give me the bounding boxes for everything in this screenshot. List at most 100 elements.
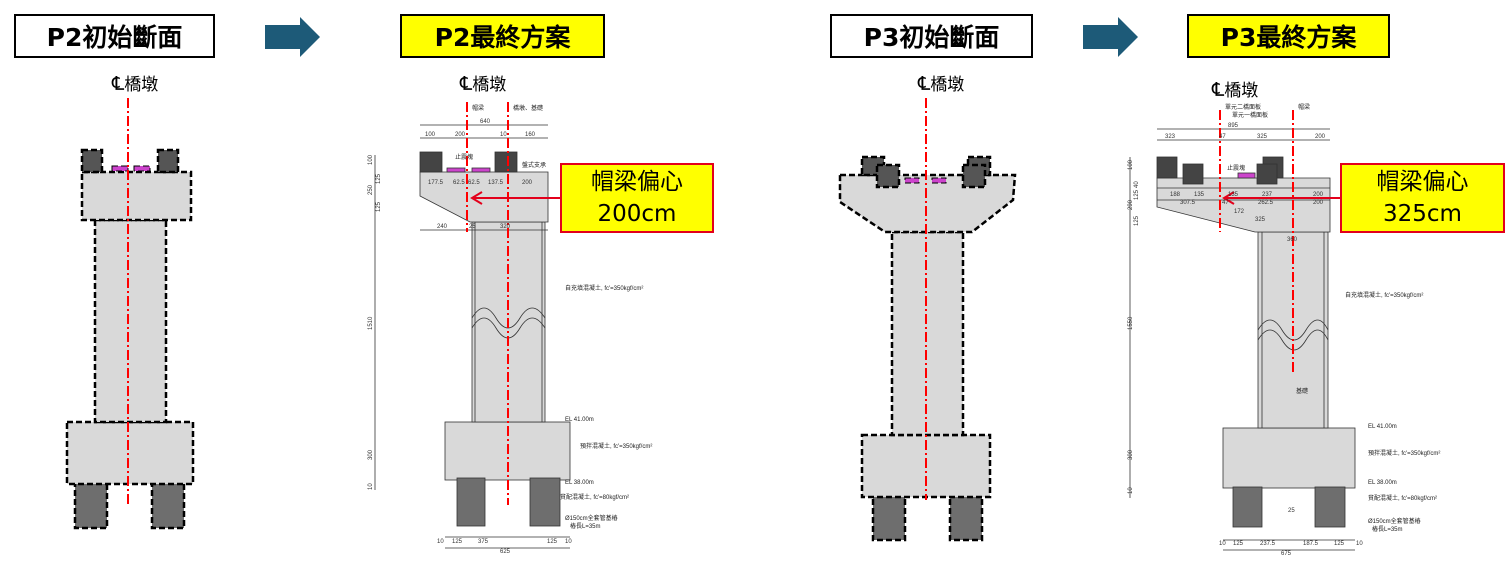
dimension-label: 200 (522, 180, 533, 186)
dimension-label: 10 (368, 483, 374, 490)
stopper (494, 151, 518, 173)
dimension-label: 240 (437, 224, 448, 230)
p2-final-drawing (374, 124, 571, 549)
dimension-label: 100 (425, 132, 436, 138)
dimension-label: 40 (1134, 181, 1140, 188)
callout-title: 帽梁偏心 (591, 169, 683, 195)
dimension-label: 325 (1255, 217, 1266, 223)
bearing (111, 165, 129, 172)
centerline-symbol: ℄ (460, 73, 473, 95)
dimension-label: 125 (1134, 189, 1140, 200)
dimension-label: 125 (452, 539, 463, 545)
dimension-label: 47 (1222, 200, 1229, 206)
annotation: Ø150cm全套管基樁 (565, 514, 618, 522)
callout-title: 帽梁偏心 (1376, 169, 1469, 195)
p2-initial-centerline-label: ℄橋墩 (112, 74, 158, 95)
stopper (419, 151, 443, 173)
cap-beam (80, 170, 193, 222)
dimension-label: 237.5 (1260, 541, 1276, 547)
dimension-label: 47 (1219, 134, 1226, 140)
footing (65, 420, 195, 486)
centerline-text: 橋墩 (1224, 81, 1259, 101)
dimension-label: 250 (368, 184, 374, 195)
arrowhead-icon (1222, 191, 1235, 205)
arrow-right-icon (1083, 17, 1138, 57)
annotation: 自充填混凝土, fc'=350kgf/cm² (565, 284, 643, 292)
dimension-label: 25 (1288, 508, 1295, 514)
dimension-label: 1550 (1128, 316, 1134, 330)
callout-value: 200cm (597, 201, 677, 227)
bearing (133, 165, 151, 172)
bearing (471, 167, 491, 173)
pile (1232, 486, 1263, 528)
pile (456, 477, 486, 527)
stopper (1156, 156, 1178, 179)
dimension-label: 1510 (368, 316, 374, 330)
annotation: 預拌混凝土, fc'=350kgf/cm² (1368, 449, 1440, 457)
column (890, 230, 965, 437)
stopper (1182, 163, 1204, 185)
dimension-label: 200 (1315, 134, 1326, 140)
dimension-label: 640 (480, 119, 491, 125)
axis-label: 基礎 (1296, 387, 1308, 395)
stopper (156, 148, 180, 174)
dimension-label: 290 (1128, 199, 1134, 210)
annotation: EL 38.00m (1368, 480, 1397, 486)
axis-label: 單元一橋面板 (1232, 111, 1268, 119)
dimension-label: 200 (1313, 200, 1324, 206)
dimension-label: 125 (547, 539, 558, 545)
dimension-label: 100 (1128, 159, 1134, 170)
pile (948, 493, 984, 542)
pile (871, 493, 907, 542)
p3-initial-centerline-label: ℄橋墩 (918, 74, 964, 95)
dimension-label: 177.5 (428, 180, 444, 186)
dimension-label: 300 (1128, 449, 1134, 460)
footing (1222, 427, 1356, 489)
axis-label: 橋墩、基礎 (513, 104, 543, 112)
dimension-label: 895 (1228, 123, 1239, 129)
bearing (904, 177, 920, 184)
dimension-label: 10 (437, 539, 444, 545)
centerline-symbol: ℄ (918, 73, 931, 95)
dimension-label: 188 (1170, 192, 1181, 198)
stopper (80, 148, 104, 174)
dimension-label: 135 (1194, 192, 1205, 198)
stopper (1256, 163, 1278, 185)
dimension-label: 325 (1257, 134, 1268, 140)
dimension-label: 135 (1228, 192, 1239, 198)
p3-initial-title: P3初始斷面 (830, 14, 1033, 58)
pile (150, 478, 186, 530)
annotation: 止震塊 (455, 153, 473, 161)
dimension-label: 160 (525, 132, 536, 138)
stopper (961, 163, 987, 189)
p3-final-centerline-label: ℄橋墩 (1212, 80, 1258, 101)
annotation: 貧配混凝土, fc'=80kgf/cm² (560, 493, 629, 501)
arrow-right-icon (265, 17, 320, 57)
arrowhead-icon (470, 191, 483, 205)
dimension-label: 125 (1134, 215, 1140, 226)
dimension-label: 100 (368, 154, 374, 165)
p2-eccentricity-callout: 帽梁偏心 200cm (560, 163, 714, 233)
p3-final-title: P3最終方案 (1187, 14, 1390, 58)
bearing (931, 177, 947, 184)
dimension-label: 625 (500, 549, 511, 555)
dimension-label: 172 (1234, 209, 1245, 215)
annotation: 預拌混凝土, fc'=350kgf/cm² (580, 442, 652, 450)
p2-initial-section (65, 148, 195, 530)
dimension-label: 307.5 (1180, 200, 1196, 206)
dimension-label: 62.5 (453, 180, 465, 186)
pile (1314, 486, 1346, 528)
dimension-label: 125 (1334, 541, 1345, 547)
dimension-label: 137.5 (488, 180, 504, 186)
bearing (446, 167, 466, 173)
centerline-symbol: ℄ (112, 73, 125, 95)
annotation: EL 41.00m (565, 417, 594, 423)
dimension-label: 62.5 (468, 180, 480, 186)
dimension-label: 200 (1313, 192, 1324, 198)
pile (529, 477, 561, 527)
centerline-text: 橋墩 (124, 75, 159, 95)
cap-beam (838, 173, 1017, 234)
dimension-label: 187.5 (1303, 541, 1319, 547)
column (93, 218, 168, 424)
